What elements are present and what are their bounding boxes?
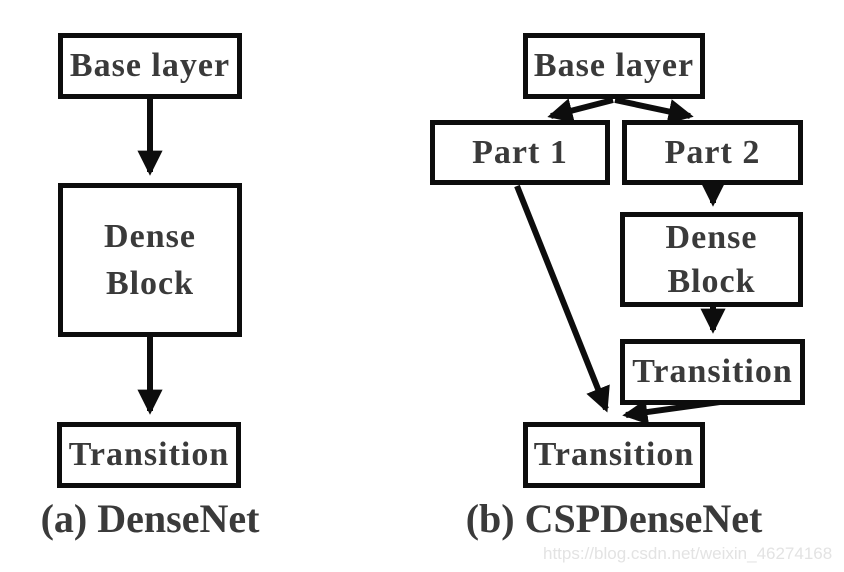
node-b-dense-block: Dense Block bbox=[620, 212, 803, 307]
node-b-transition-upper: Transition bbox=[620, 339, 805, 405]
caption-cspdensenet: (b) CSPDenseNet bbox=[465, 496, 763, 541]
node-b-transition-lower: Transition bbox=[523, 422, 705, 488]
node-b-transition-lower-label: Transition bbox=[533, 436, 695, 473]
node-b-dense-block-label-line1: Dense bbox=[665, 218, 758, 256]
node-b-part1-label: Part 1 bbox=[472, 133, 568, 171]
arrow-b-base-to-part2 bbox=[614, 97, 694, 124]
node-a-dense-block-label-line2: Block bbox=[105, 265, 195, 302]
node-a-transition-label: Transition bbox=[68, 436, 230, 473]
node-a-base-layer: Base layer bbox=[58, 33, 242, 99]
node-b-part2-label: Part 2 bbox=[664, 133, 761, 171]
csdn-watermark: https://blog.csdn.net/weixin_46274168 bbox=[543, 544, 833, 563]
node-a-dense-block: Dense Block bbox=[58, 183, 242, 337]
node-b-base-layer: Base layer bbox=[523, 33, 705, 99]
node-a-dense-block-label-line1: Dense bbox=[104, 218, 196, 255]
node-b-part1: Part 1 bbox=[430, 120, 610, 185]
node-b-transition-upper-label: Transition bbox=[632, 353, 793, 390]
caption-densenet: (a) DenseNet bbox=[40, 496, 260, 541]
node-a-transition: Transition bbox=[57, 422, 241, 488]
arrow-b-base-to-part1 bbox=[547, 97, 614, 123]
arrow-b-part1-to-transition-lower bbox=[514, 184, 610, 413]
node-b-dense-block-label-line2: Block bbox=[667, 262, 756, 300]
node-a-base-layer-label: Base layer bbox=[69, 47, 231, 84]
node-b-part2: Part 2 bbox=[622, 120, 803, 185]
node-b-base-layer-label: Base layer bbox=[533, 47, 695, 84]
